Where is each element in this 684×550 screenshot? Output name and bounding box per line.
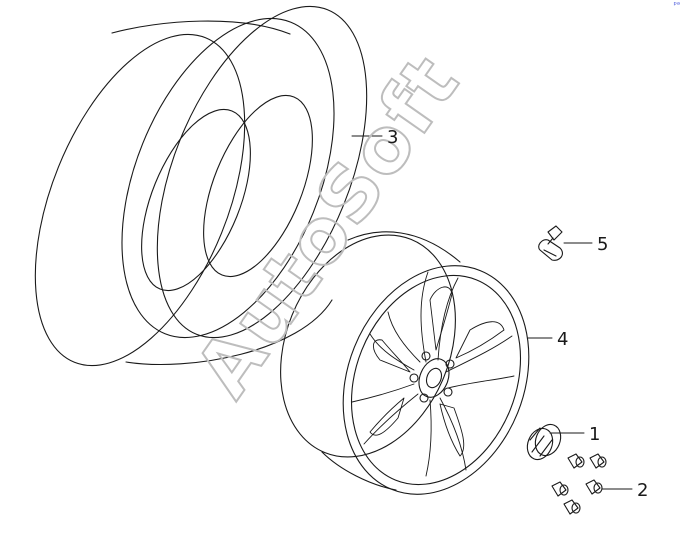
center-cap[interactable] xyxy=(523,421,565,464)
part-label-2: 2 xyxy=(637,480,648,501)
tire[interactable] xyxy=(0,0,409,395)
rim-spokes xyxy=(351,271,515,477)
rim-back-edge xyxy=(280,234,456,458)
tire-outer-front xyxy=(34,33,246,367)
part-label-4: 4 xyxy=(557,329,568,350)
leader-lines xyxy=(351,135,633,490)
tire-shoulder xyxy=(121,17,335,339)
rim-hub xyxy=(409,351,455,403)
part-label-5: 5 xyxy=(597,234,608,255)
lug-nut xyxy=(563,499,581,515)
tpms-valve[interactable] xyxy=(538,225,563,261)
rim-barrel-bottom xyxy=(321,451,397,491)
tire-bead-front xyxy=(141,108,251,292)
lug-nut xyxy=(585,479,603,495)
lug-nut xyxy=(551,481,569,497)
tire-tread-bottom xyxy=(125,299,333,365)
rim-flange-outer xyxy=(342,265,530,495)
tire-tread-top xyxy=(111,20,291,35)
lug-nut xyxy=(567,453,585,469)
part-label-3: 3 xyxy=(387,127,398,148)
watermark: AutoSoft xyxy=(178,39,477,413)
lug-nuts[interactable] xyxy=(551,453,607,515)
rim-flange-inner xyxy=(350,274,522,486)
part-label-1: 1 xyxy=(589,424,600,445)
rim-barrel-top xyxy=(347,231,461,263)
wheel-rim[interactable] xyxy=(249,209,562,523)
lug-nut xyxy=(589,453,607,469)
corner-mark: ᵖᵃ xyxy=(673,0,680,9)
tire-bead-back xyxy=(203,94,313,278)
